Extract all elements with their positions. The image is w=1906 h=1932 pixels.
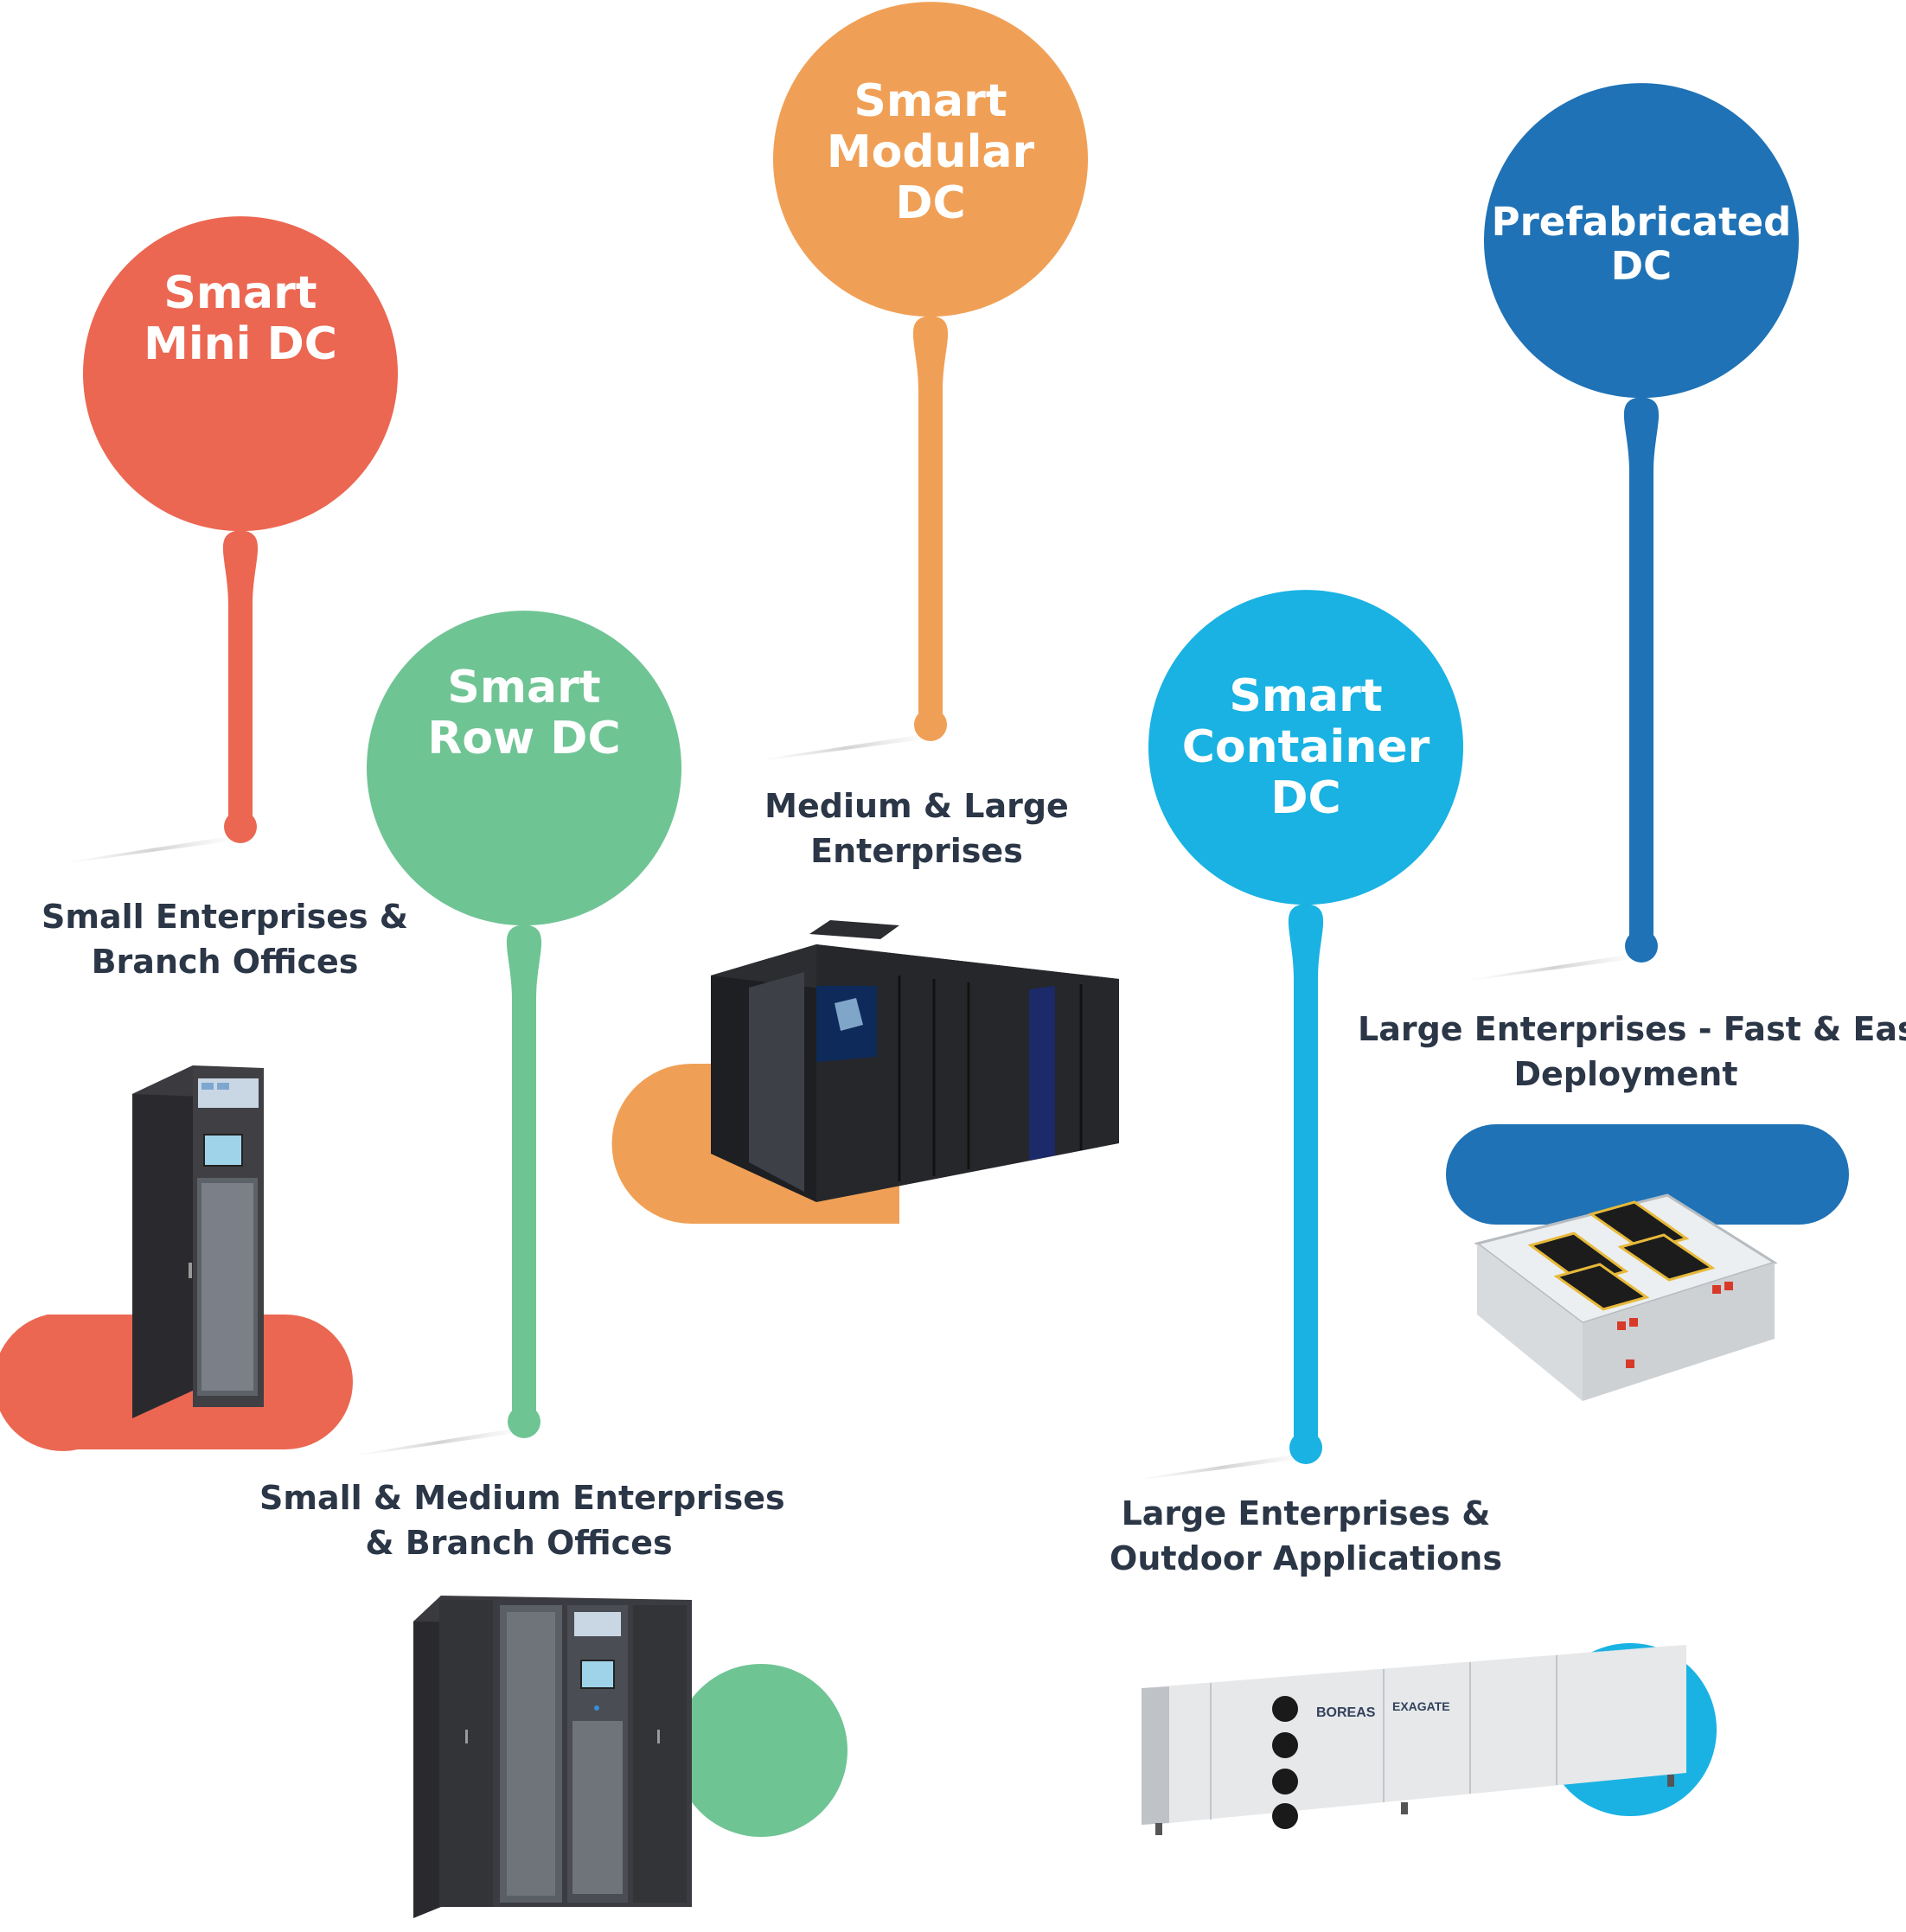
pin-container: [1148, 590, 1463, 1464]
prefab-shadow: [1470, 953, 1639, 981]
modular-dc-aisle-image: [711, 920, 1119, 1202]
container-shadow: [1137, 1453, 1306, 1481]
modular-title-line-3: DC: [895, 176, 966, 229]
container-brand-exagate: EXAGATE: [1392, 1699, 1450, 1713]
modular-caption: Medium & Large Enterprises: [735, 784, 1098, 873]
row-pin-shape: [367, 611, 681, 1418]
row-title-line-1: Smart: [447, 662, 601, 713]
container-title-line-1: Smart: [1229, 670, 1383, 722]
pin-modular: [773, 2, 1088, 741]
container-title-line-2: Container: [1181, 720, 1430, 773]
mini-shadow: [69, 835, 235, 863]
modular-title: Smart Modular DC: [801, 76, 1060, 228]
modular-shadow: [761, 733, 930, 761]
container-title: Smart Container DC: [1176, 671, 1436, 823]
prefab-dc-image: [1474, 1193, 1778, 1401]
modular-title-line-2: Modular: [826, 125, 1035, 178]
row-title-line-2: Row DC: [427, 712, 621, 764]
prefab-caption-line-1: Large Enterprises - Fast & Easy: [1358, 1010, 1906, 1048]
mini-caption: Small Enterprises & Branch Offices: [35, 894, 415, 984]
container-pin-shape: [1148, 590, 1463, 1444]
container-caption-line-2: Outdoor Applications: [1110, 1539, 1502, 1577]
mini-title-line-2: Mini DC: [144, 317, 337, 370]
mini-title: Smart Mini DC: [111, 268, 370, 370]
container-caption-line-1: Large Enterprises &: [1121, 1494, 1491, 1532]
prefab-caption-line-2: Deployment: [1513, 1055, 1738, 1093]
row-dc-racks-image: [413, 1596, 692, 1918]
prefab-pin-dot: [1625, 930, 1658, 963]
row-blob: [675, 1664, 847, 1837]
mini-dc-rack-image: [132, 1065, 264, 1418]
mini-caption-line-2: Branch Offices: [91, 943, 359, 981]
prefab-title: Prefabricated DC: [1486, 199, 1797, 289]
modular-pin-dot: [914, 708, 947, 741]
container-brand-boreas: BOREAS: [1316, 1705, 1376, 1720]
row-title: Smart Row DC: [394, 662, 654, 764]
prefab-title-line-1: Prefabricated: [1491, 199, 1792, 245]
row-caption: Small & Medium Enterprises & Branch Offi…: [259, 1475, 785, 1565]
container-title-line-3: DC: [1270, 771, 1341, 824]
pin-prefab: [1484, 83, 1799, 963]
container-dc-image: BOREAS EXAGATE: [1142, 1645, 1686, 1835]
prefab-blob: [1446, 1124, 1849, 1225]
pin-mini: [83, 216, 399, 843]
row-shadow: [355, 1427, 523, 1456]
container-pin-dot: [1289, 1431, 1322, 1464]
prefab-caption: Large Enterprises - Fast & Easy Deployme…: [1358, 1007, 1906, 1097]
modular-caption-line-2: Enterprises: [810, 832, 1023, 870]
container-caption: Large Enterprises & Outdoor Applications: [1107, 1491, 1505, 1581]
mini-pin-shape: [83, 216, 399, 830]
pin-row: [367, 611, 681, 1438]
row-caption-line-2: & Branch Offices: [365, 1524, 673, 1562]
row-pin-dot: [508, 1405, 540, 1438]
row-caption-line-1: Small & Medium Enterprises: [259, 1479, 785, 1517]
prefab-pin-shape: [1484, 83, 1799, 943]
modular-pin-shape: [773, 2, 1088, 722]
mini-caption-line-1: Small Enterprises &: [42, 898, 408, 936]
prefab-title-line-2: DC: [1610, 242, 1673, 289]
modular-caption-line-1: Medium & Large: [764, 787, 1069, 825]
mini-pin-dot: [224, 810, 257, 843]
mini-title-line-1: Smart: [163, 267, 317, 319]
modular-title-line-1: Smart: [854, 75, 1007, 127]
